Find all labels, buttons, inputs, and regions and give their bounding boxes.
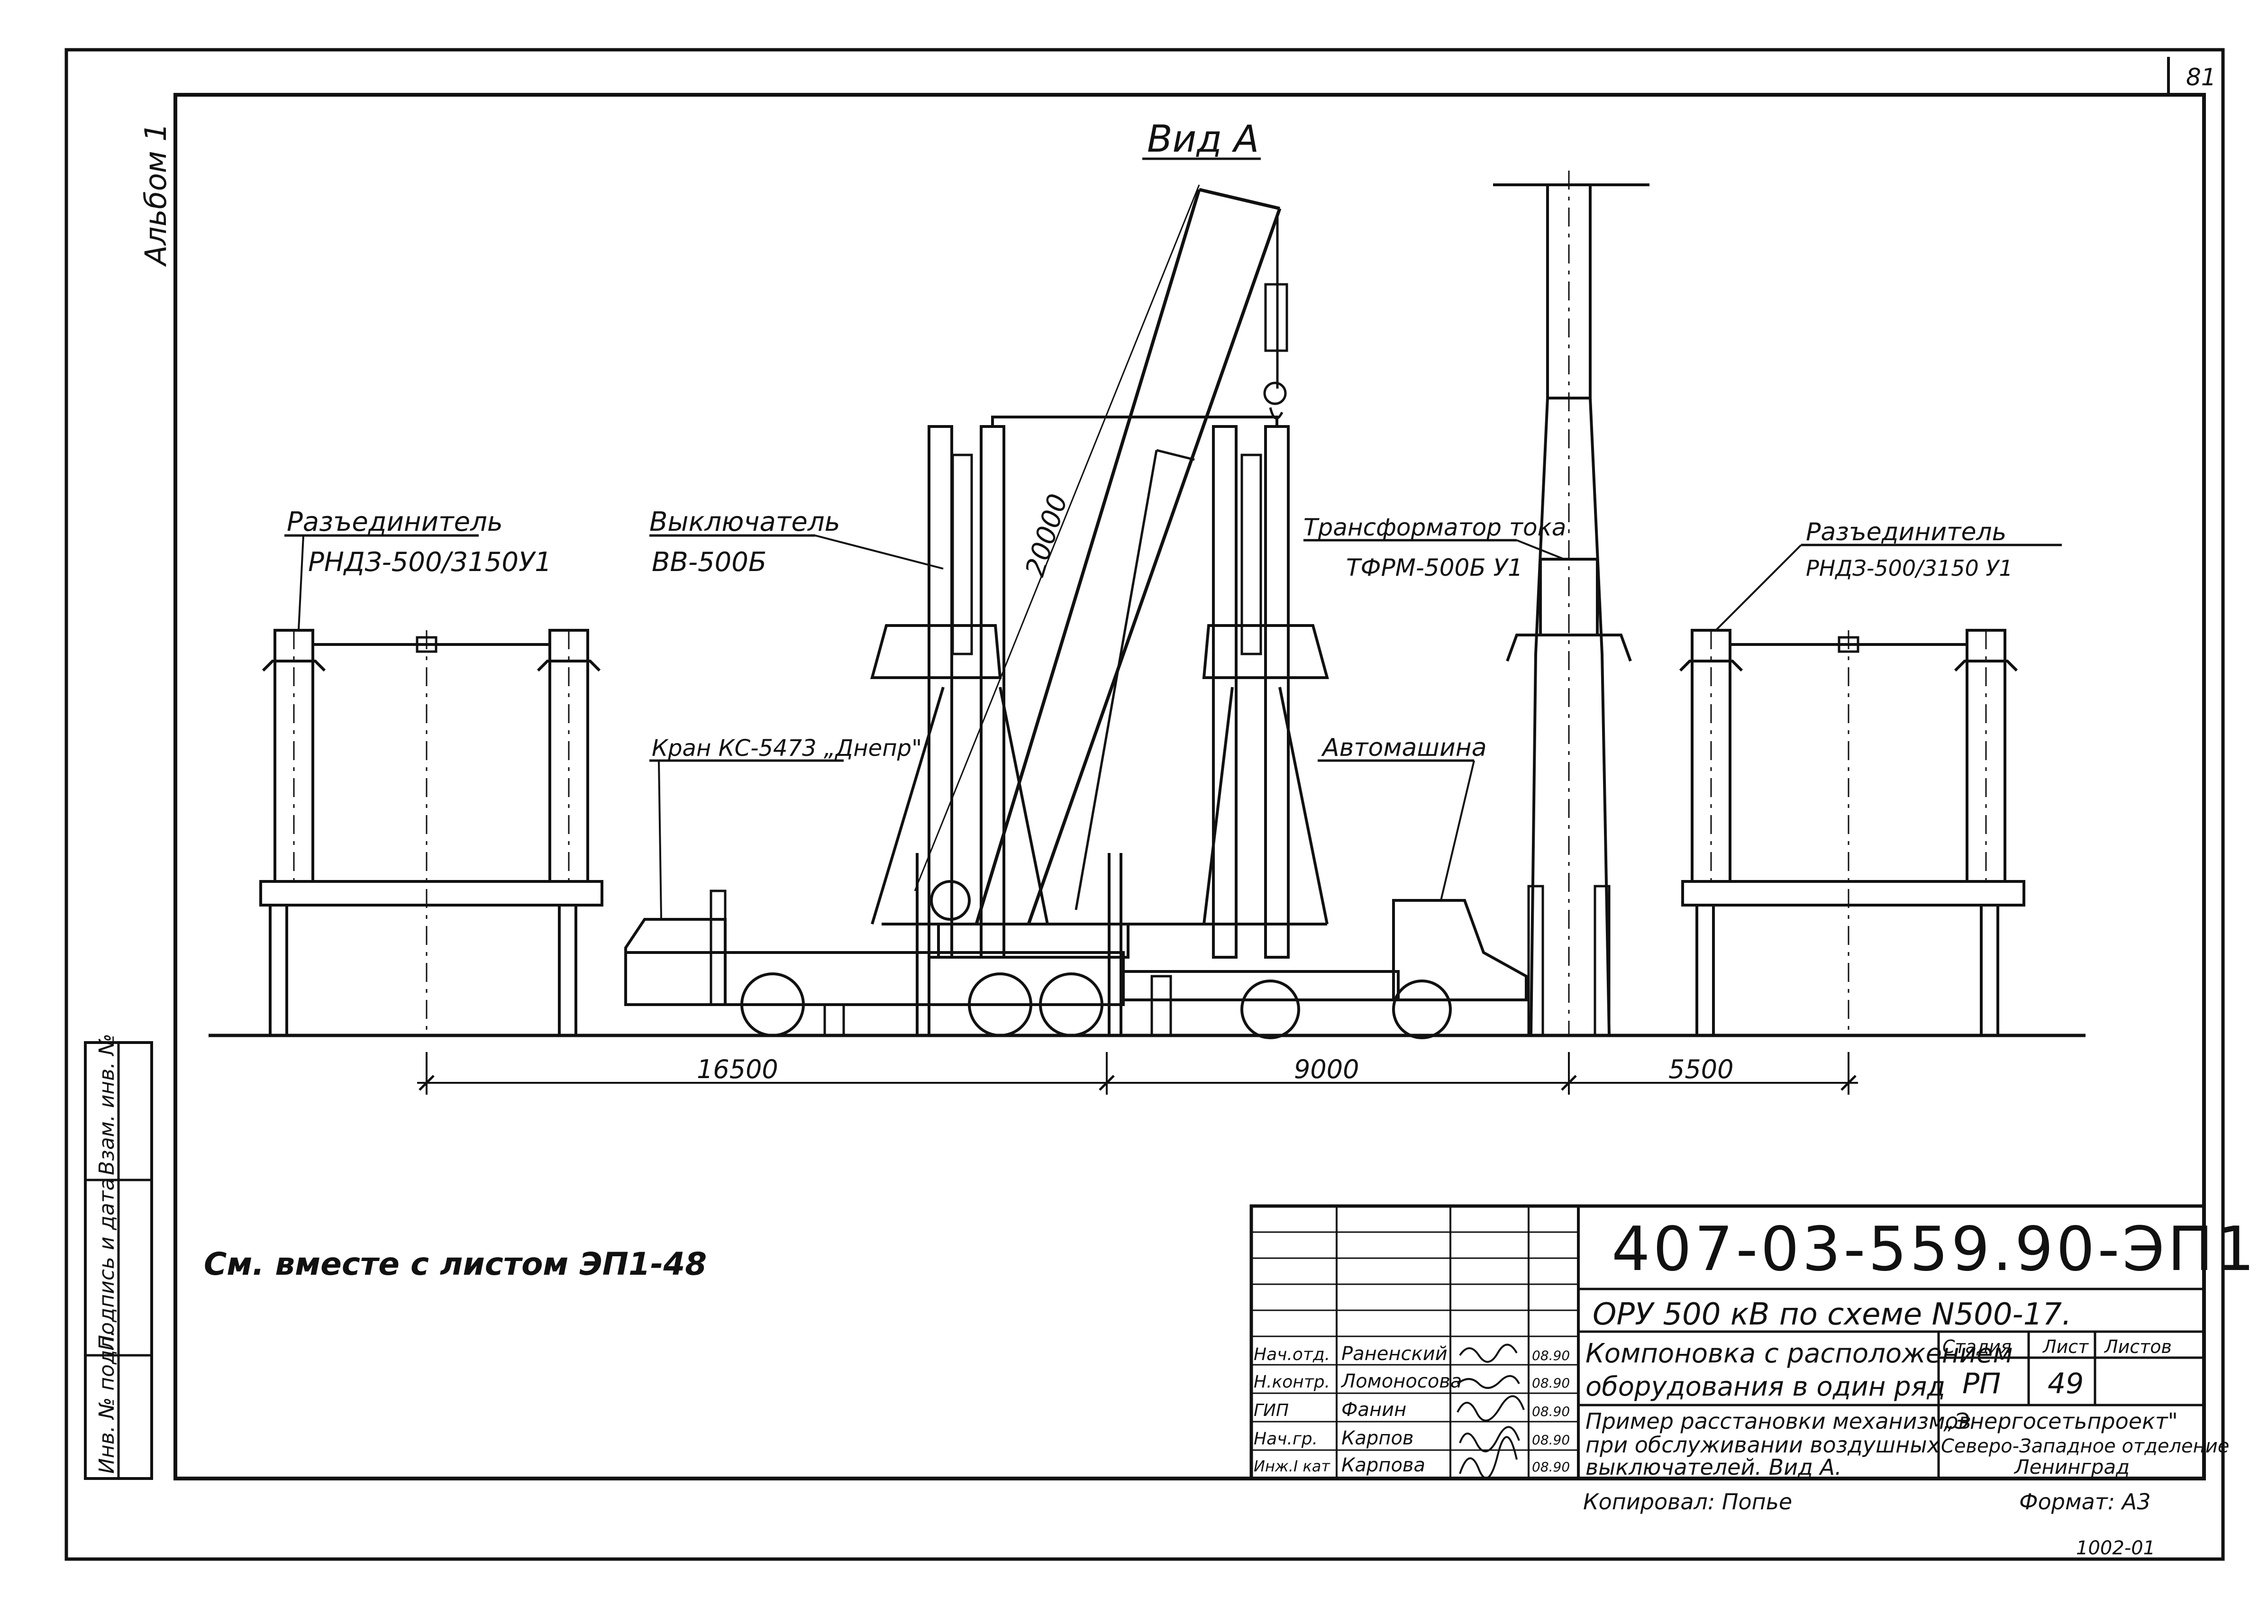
dimension-chain (417, 1052, 1858, 1095)
label-crane: Кран КС-5473 „Днепр" (652, 735, 922, 762)
label-truck: Автомашина (1321, 734, 1487, 762)
sheet-title-line1: Компоновка с расположением (1585, 1338, 2013, 1369)
org-line3: Ленинград (2013, 1455, 2130, 1479)
sheet-header: Лист (2042, 1336, 2089, 1357)
leaders (284, 534, 2062, 920)
label-ct-title: Трансформатор тока (1303, 514, 1566, 541)
label-breaker-title: Выключатель (649, 507, 840, 537)
staff-date: 08.90 (1532, 1432, 1570, 1448)
staff-role: ГИП (1254, 1401, 1289, 1420)
label-disconnector-left-title: Разъединитель (287, 507, 503, 537)
stage-header: Стадия (1942, 1336, 2012, 1357)
label-boom-length: 20000 (1020, 490, 1074, 580)
staff-name: Фанин (1341, 1399, 1406, 1421)
signatures (1457, 1343, 1525, 1479)
truck (1122, 899, 1528, 1039)
left-stamp: Инв. № подл. Подпись и дата Взам. инв. № (84, 1034, 153, 1480)
label-breaker-type: ВВ-500Б (652, 547, 766, 578)
sheets-header: Листов (2104, 1336, 2172, 1357)
staff-date: 08.90 (1532, 1348, 1570, 1363)
staff-role: Нач.гр. (1254, 1429, 1318, 1449)
copied-by: Копировал: Попье (1583, 1489, 1792, 1515)
staff-name: Раненский (1341, 1343, 1448, 1365)
staff-name: Карпова (1341, 1454, 1425, 1476)
note-see-sheet: См. вместе с листом ЭП1-48 (204, 1246, 707, 1282)
title-block (1249, 1204, 2206, 1480)
staff-role: Н.контр. (1254, 1372, 1330, 1392)
dimension-9000: 9000 (1294, 1054, 1359, 1084)
dimension-5500: 5500 (1668, 1054, 1733, 1084)
stamp-replace-inv: Взам. инв. № (95, 1034, 119, 1175)
dimension-16500: 16500 (697, 1054, 778, 1084)
current-transformer (1493, 171, 1649, 1037)
drawing-line2: при обслуживании воздушных (1585, 1432, 1940, 1458)
disconnector-right (1679, 629, 2025, 1035)
staff-table: Нач.отд. Раненский 08.90 Н.контр. Ломоно… (1254, 1343, 1570, 1476)
org-line2: Северо-Западное отделение (1941, 1435, 2229, 1457)
label-disconnector-right-type: РНДЗ-500/3150 У1 (1806, 555, 2013, 581)
drawing-line1: Пример расстановки механизмов (1585, 1408, 1971, 1434)
staff-date: 08.90 (1532, 1404, 1570, 1419)
sheet-value: 49 (2048, 1367, 2084, 1400)
staff-date: 08.90 (1532, 1375, 1570, 1391)
stamp-signature-date: Подпись и дата (95, 1178, 119, 1351)
crane (624, 184, 1288, 1037)
staff-role: Нач.отд. (1254, 1345, 1330, 1364)
stage-value: РП (1962, 1367, 2001, 1400)
drawing-line3: выключателей. Вид А. (1585, 1454, 1842, 1480)
sheet-title-line2: оборудования в один ряд (1585, 1371, 1945, 1402)
stamp-inv-number: Инв. № подл. (95, 1330, 119, 1474)
label-disconnector-right-title: Разъединитель (1806, 518, 2006, 546)
staff-name: Ломоносова (1340, 1370, 1462, 1392)
view-title: Вид А (1147, 118, 1259, 161)
disconnector-left (259, 629, 603, 1035)
side-stamp-top: Альбом 1 (138, 123, 173, 267)
staff-date: 08.90 (1532, 1459, 1570, 1475)
label-ct-type: ТФРМ-500Б У1 (1346, 554, 1523, 581)
format: Формат: А3 (2019, 1489, 2150, 1515)
corner-mark: 81 (2186, 64, 2216, 91)
staff-name: Карпов (1341, 1427, 1414, 1449)
object-name: ОРУ 500 кВ по схеме N500-17. (1593, 1297, 2071, 1332)
org-line1: „Энергосетьпроект" (1943, 1408, 2178, 1434)
sheet-borders: 81 (64, 48, 2225, 1561)
doc-code: 407-03-559.90-ЭП1 (1612, 1214, 2258, 1285)
stamp-code: 1002-01 (2076, 1537, 2155, 1559)
label-disconnector-left-type: РНДЗ-500/3150У1 (308, 547, 552, 578)
staff-role: Инж.I кат (1254, 1457, 1330, 1475)
